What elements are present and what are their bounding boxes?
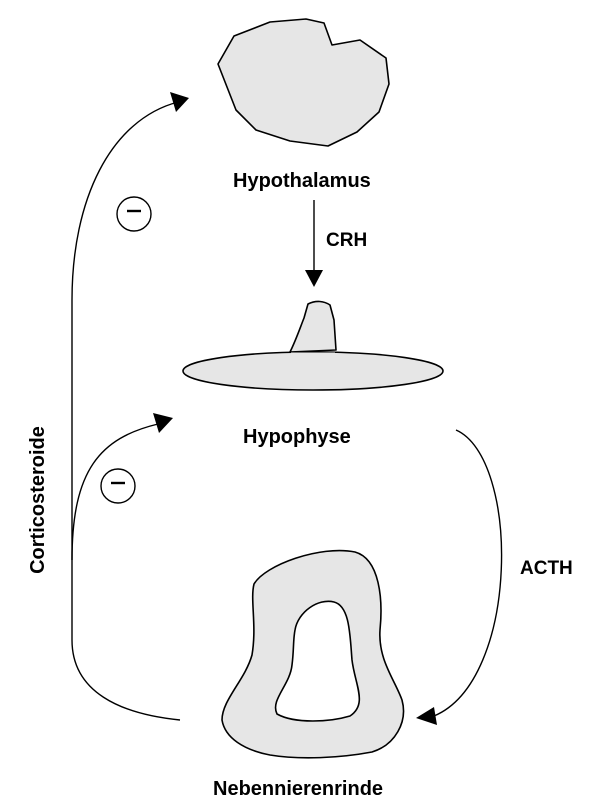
corticosteroide-label: Corticosteroide (27, 426, 49, 574)
acth-label: ACTH (520, 558, 573, 579)
nebennierenrinde-label: Nebennierenrinde (213, 778, 383, 800)
hypothalamus-shape (218, 19, 389, 146)
crh-arrowhead (305, 270, 323, 287)
acth-arrow-path (434, 430, 502, 716)
hypothalamus-label: Hypothalamus (233, 170, 371, 192)
feedback-hypophyse-arrowhead (153, 413, 173, 433)
inhibition-marker-hypophyse (101, 469, 135, 503)
hypophyse-disc-shape (183, 352, 443, 390)
hypophyse-stalk-shape (290, 301, 336, 352)
acth-arrowhead (416, 707, 437, 725)
feedback-hypothalamus-path (72, 102, 180, 720)
inhibition-marker-hypothalamus (117, 197, 151, 231)
crh-label: CRH (326, 230, 367, 251)
hypophyse-label: Hypophyse (243, 426, 351, 448)
feedback-hypothalamus-arrowhead (170, 92, 189, 112)
